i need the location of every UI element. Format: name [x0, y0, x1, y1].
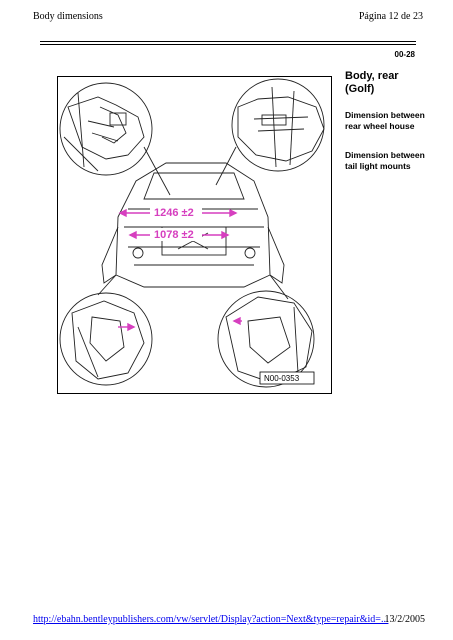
detail-circle-top-right [231, 78, 325, 172]
header-title: Body dimensions [33, 11, 103, 22]
section-code: 00-28 [394, 50, 415, 59]
header-rule-top [40, 41, 416, 42]
caption-tail-light: Dimension between tail light mounts [345, 150, 425, 171]
section-title: Body, rear (Golf) [345, 70, 399, 95]
detail-circle-top-left [59, 82, 153, 176]
dimension-label-wheel-house: 1246 ±2 [154, 207, 194, 219]
source-url-link[interactable]: http://ebahn.bentleypublishers.com/vw/se… [33, 614, 389, 625]
caption-wheel-house: Dimension between rear wheel house [345, 110, 425, 131]
dimension-label-tail-light: 1078 ±2 [154, 229, 194, 241]
page-counter: Página 12 de 23 [358, 11, 423, 22]
illustration-svg: 1246 ±2 1078 ±2 N00-0353 [59, 78, 325, 388]
figure-code-box [259, 371, 315, 385]
detail-circle-bottom-left [59, 292, 153, 386]
print-date: 13/2/2005 [384, 614, 425, 625]
detail-circle-bottom-right [217, 290, 315, 388]
body-rear-illustration: 1246 ±2 1078 ±2 N00-0353 [57, 76, 332, 394]
figure-code: N00-0353 [264, 374, 300, 383]
car-rear-body [101, 162, 285, 288]
header-rule-bottom [40, 44, 416, 45]
